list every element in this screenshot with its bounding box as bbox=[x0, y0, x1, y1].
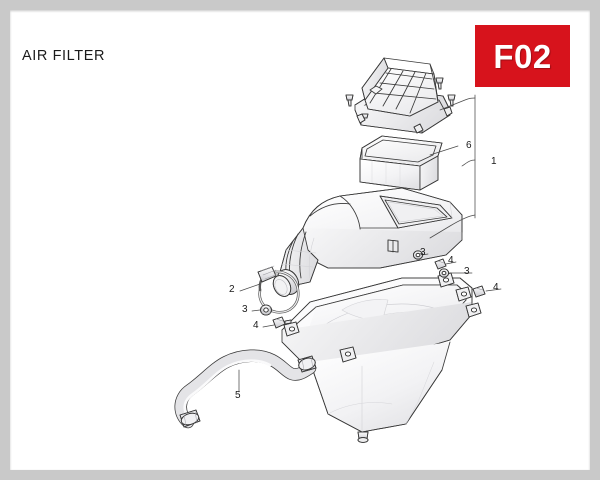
page-title: AIR FILTER bbox=[22, 48, 106, 64]
callout-3-right-upper: 3 bbox=[420, 247, 426, 258]
cover-screws bbox=[345, 77, 456, 119]
callout-1: 1 bbox=[491, 156, 497, 167]
part-lower-housing bbox=[281, 272, 482, 443]
part-grommet-left bbox=[260, 304, 272, 316]
part-screw-right-lower bbox=[472, 285, 486, 298]
callout-2: 2 bbox=[229, 284, 235, 295]
callout-4-right-lower: 4 bbox=[493, 282, 499, 293]
plate-code-badge: F02 bbox=[475, 25, 570, 87]
callout-4-left: 4 bbox=[253, 320, 259, 331]
leader-lines bbox=[238, 94, 502, 393]
diagram-canvas: 1 6 2 3 4 3 4 3 4 5 AIR FILTER F02 bbox=[10, 10, 590, 470]
callout-5: 5 bbox=[235, 390, 241, 401]
part-hose-clamp bbox=[257, 265, 300, 314]
part-screw-left bbox=[272, 316, 292, 329]
part-screw-right-upper bbox=[434, 258, 447, 270]
callout-3-right-lower: 3 bbox=[464, 266, 470, 277]
callout-3-left: 3 bbox=[242, 304, 248, 315]
callout-4-right-upper: 4 bbox=[448, 255, 454, 266]
plate-code-label: F02 bbox=[493, 37, 552, 75]
part-top-cover bbox=[345, 57, 456, 134]
callout-6: 6 bbox=[466, 140, 472, 151]
part-intake-snorkel bbox=[272, 227, 319, 297]
part-grommet-right-lower bbox=[438, 268, 450, 278]
part-intake-hose bbox=[174, 349, 317, 429]
part-upper-housing bbox=[272, 187, 463, 297]
air-filter-exploded-drawing bbox=[174, 57, 502, 443]
part-filter-element bbox=[359, 135, 443, 191]
